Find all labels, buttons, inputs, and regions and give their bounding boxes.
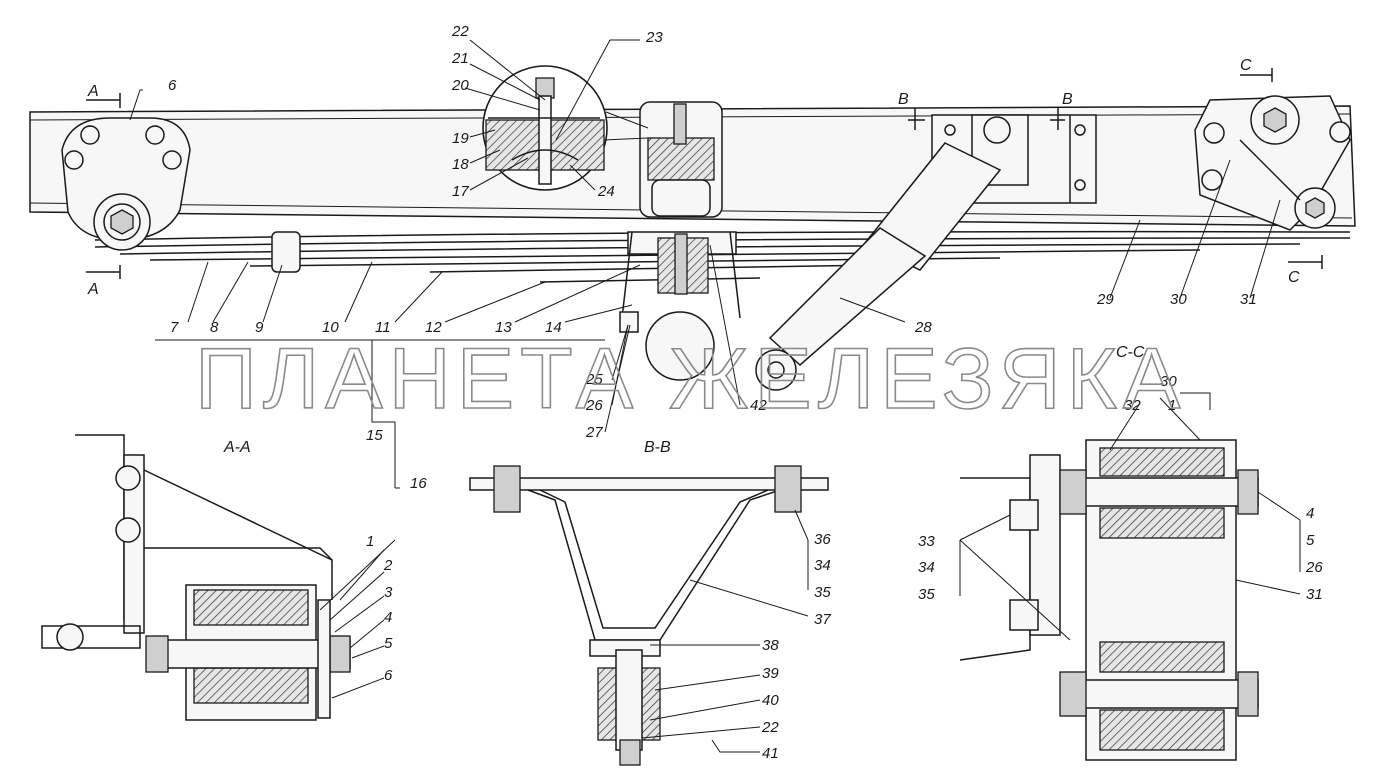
callout-8: 8	[210, 319, 219, 336]
spring-clamp	[271, 231, 301, 273]
callout-16: 16	[410, 475, 427, 492]
mark-b-right: В	[1062, 91, 1073, 108]
callout-26-cc: 26	[1305, 559, 1323, 576]
callout-36: 36	[814, 531, 831, 548]
front-bracket	[61, 117, 191, 251]
callout-30-cc: 30	[1160, 373, 1177, 390]
callout-34-cc: 34	[918, 559, 935, 576]
callout-31-cc: 31	[1306, 586, 1323, 603]
callout-19: 19	[452, 130, 469, 147]
callout-14: 14	[545, 319, 562, 336]
callout-27: 27	[585, 424, 603, 441]
callout-1-cc: 1	[1168, 397, 1176, 414]
callout-26-main: 26	[585, 397, 603, 414]
callout-21: 21	[451, 50, 469, 67]
callout-9: 9	[255, 319, 264, 336]
section-bb	[469, 465, 829, 766]
axle-clamp	[619, 231, 741, 381]
section-mark-b	[908, 108, 1065, 130]
callout-37: 37	[814, 611, 831, 628]
callout-34-bb: 34	[814, 557, 831, 574]
shock-absorber	[755, 142, 1002, 391]
callout-28: 28	[914, 319, 932, 336]
bump-stop	[639, 101, 723, 218]
mark-a-bottom: А	[87, 281, 99, 298]
callout-6-aa: 6	[384, 667, 393, 684]
callout-1-aa: 1	[366, 533, 374, 550]
callout-24: 24	[597, 183, 615, 200]
callout-10: 10	[322, 319, 339, 336]
section-mark-a	[86, 93, 121, 279]
section-title-cc: С-С	[1116, 344, 1145, 361]
callout-3: 3	[384, 584, 393, 601]
callout-22-top: 22	[451, 23, 469, 40]
callout-23: 23	[645, 29, 663, 46]
callout-labels: 6 7 8 9 10 11 12 13 14 15 16 22 21 20 19…	[168, 23, 1323, 762]
callout-4-cc: 4	[1306, 505, 1314, 522]
section-aa	[41, 434, 351, 721]
callout-29: 29	[1096, 291, 1114, 308]
callout-5-aa: 5	[384, 635, 393, 652]
section-cc	[959, 439, 1259, 761]
callout-40: 40	[762, 692, 779, 709]
callout-38: 38	[762, 637, 779, 654]
section-titles: А-А В-В С-С А А В В С С	[87, 57, 1300, 456]
rear-shackle	[1194, 95, 1351, 231]
mark-c-bottom: С	[1288, 269, 1300, 286]
callout-5-cc: 5	[1306, 532, 1315, 549]
mark-b-left: В	[898, 91, 909, 108]
callout-12: 12	[425, 319, 442, 336]
callout-35-cc: 35	[918, 586, 935, 603]
leader-lines	[129, 39, 1301, 753]
callout-11: 11	[375, 319, 391, 336]
callout-4-aa: 4	[384, 609, 392, 626]
detail-circle	[482, 65, 649, 191]
section-title-aa: А-А	[223, 439, 251, 456]
callout-39: 39	[762, 665, 779, 682]
section-mark-c	[1240, 68, 1323, 269]
callout-22-bb: 22	[761, 719, 779, 736]
callout-25: 25	[585, 371, 603, 388]
callout-17: 17	[452, 183, 469, 200]
callout-18: 18	[452, 156, 469, 173]
callout-2: 2	[383, 557, 393, 574]
callout-7: 7	[170, 319, 179, 336]
section-title-bb: В-В	[644, 439, 671, 456]
callout-33: 33	[918, 533, 935, 550]
callout-15: 15	[366, 427, 383, 444]
mark-c-top: С	[1240, 57, 1252, 74]
callout-20: 20	[451, 77, 469, 94]
watermark: ПЛАНЕТА ЖЕЛЕЗЯКА	[195, 331, 1186, 427]
callout-32: 32	[1124, 397, 1141, 414]
mark-a-top: А	[87, 83, 99, 100]
callout-31-main: 31	[1240, 291, 1257, 308]
callout-35-bb: 35	[814, 584, 831, 601]
callout-42: 42	[750, 397, 767, 414]
callout-6-main: 6	[168, 77, 177, 94]
callout-41: 41	[762, 745, 779, 762]
callout-30-main: 30	[1170, 291, 1187, 308]
callout-13: 13	[495, 319, 512, 336]
